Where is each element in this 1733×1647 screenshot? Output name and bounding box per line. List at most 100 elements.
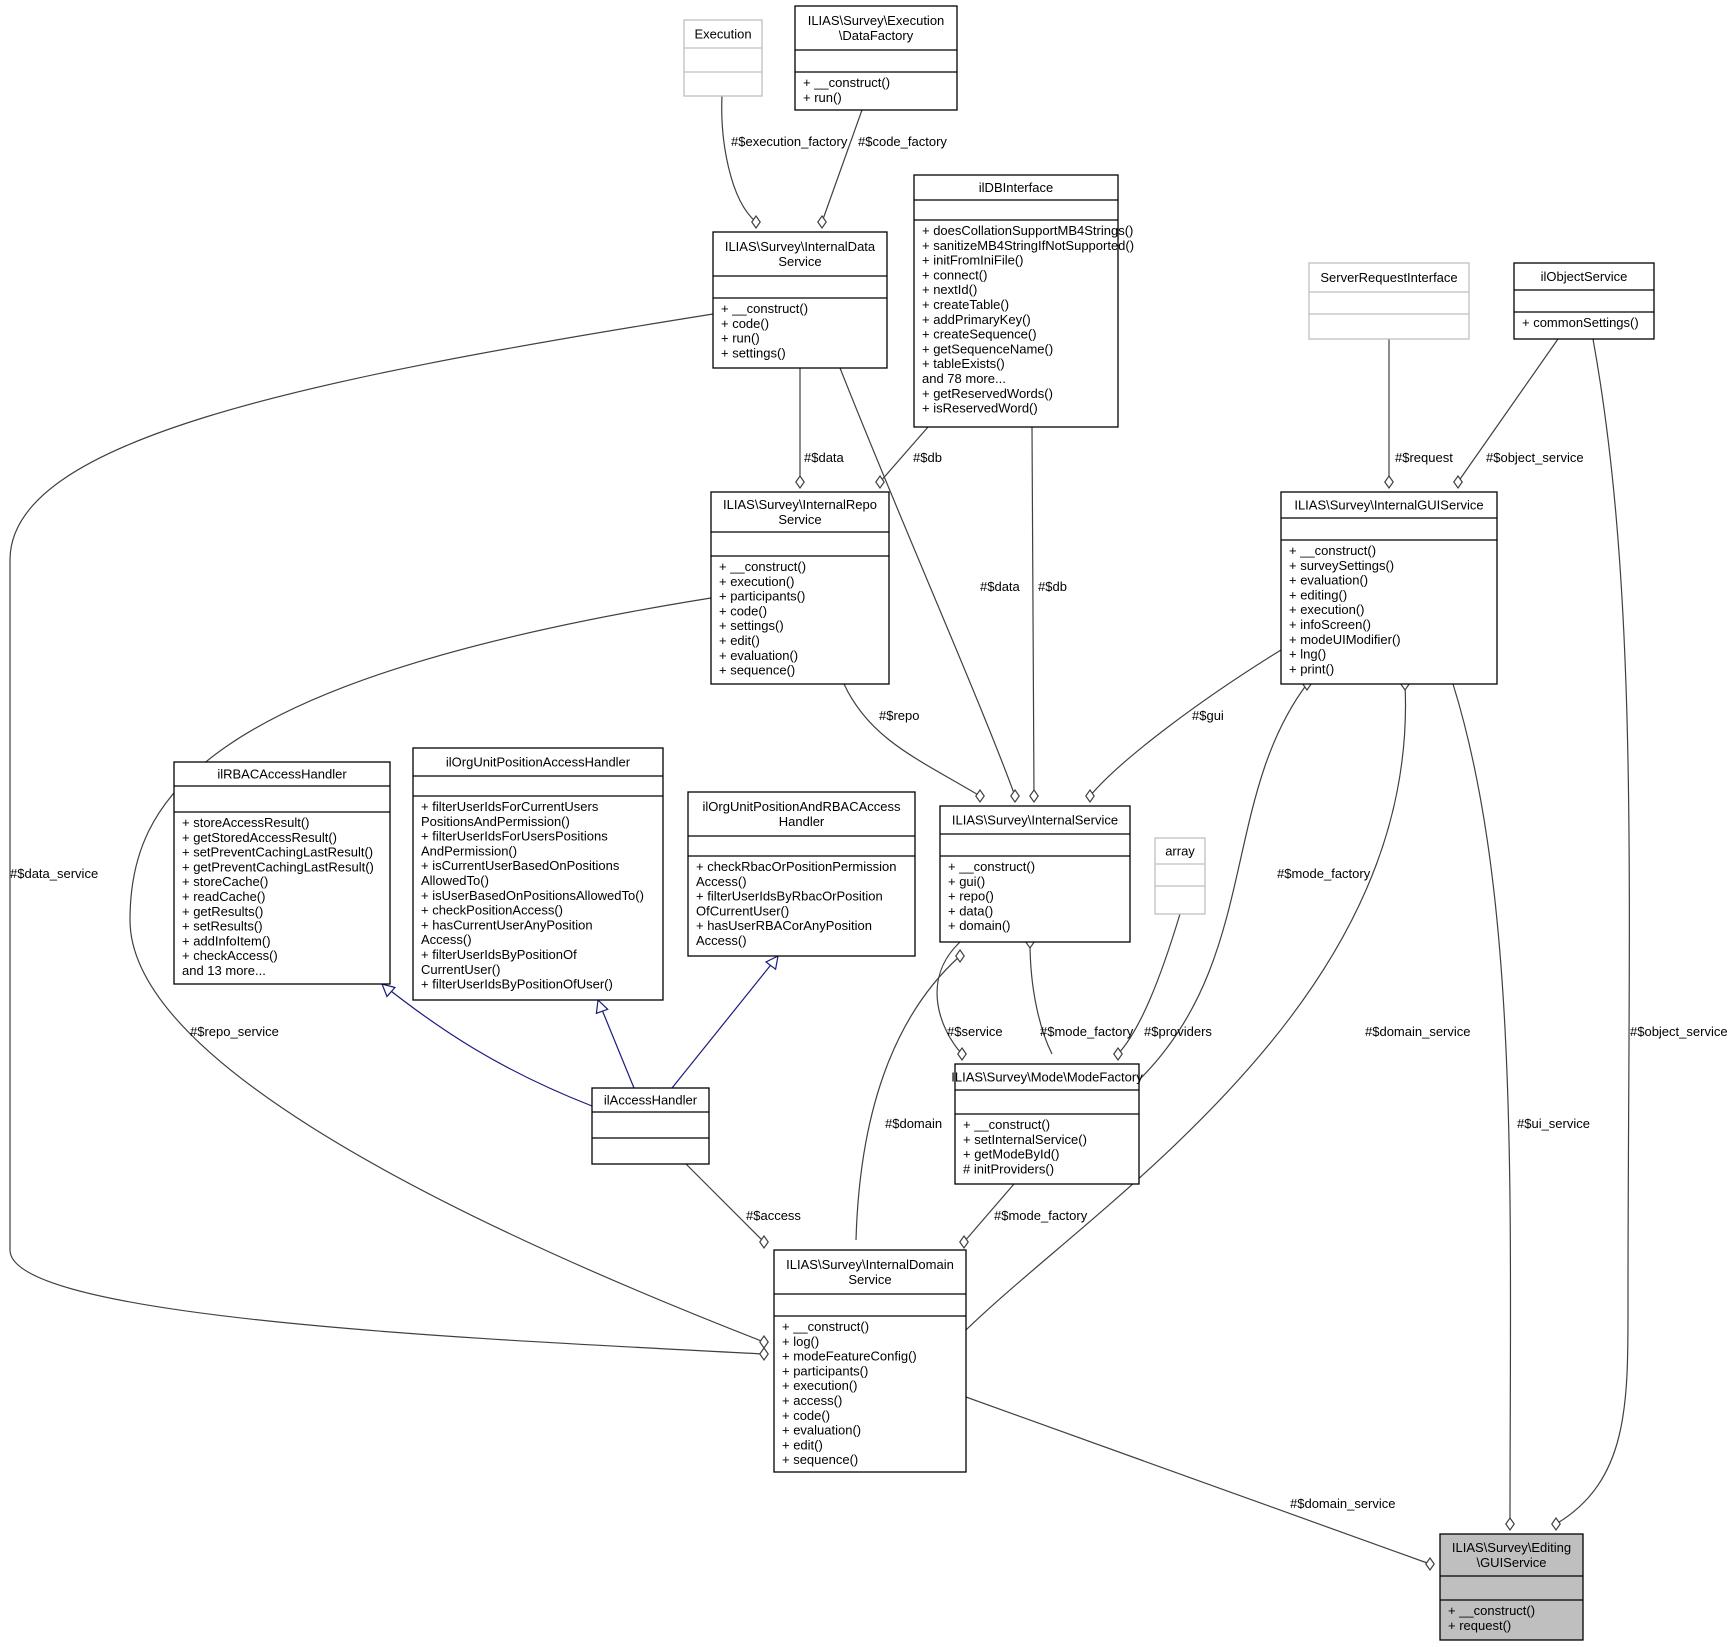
class-name: Service [848, 1272, 891, 1287]
class-box[interactable]: ilDBInterface+ doesCollationSupportMB4St… [913, 174, 1134, 428]
edge-aggregation: #$db [875, 426, 942, 490]
edge-line [1457, 338, 1559, 483]
edge-aggregation: #$providers [1113, 913, 1212, 1062]
class-frame [1154, 837, 1206, 915]
class-member: + doesCollationSupportMB4Strings() [922, 223, 1133, 238]
class-box[interactable]: ServerRequestInterface [1308, 262, 1470, 340]
class-member: + getSequenceName() [922, 341, 1053, 356]
class-member: Access() [696, 874, 747, 889]
class-member: + repo() [948, 889, 994, 904]
class-member: + __construct() [1289, 543, 1376, 558]
class-member: + getStoredAccessResult() [182, 830, 337, 845]
edge-line [965, 1396, 1431, 1565]
class-box[interactable]: ILIAS\Survey\InternalService + __construc… [939, 805, 1131, 943]
class-member: + sequence() [782, 1452, 858, 1467]
class-member: + filterUserIdsByPositionOfUser() [421, 977, 613, 992]
class-name: Handler [779, 814, 825, 829]
class-member: + log() [782, 1334, 819, 1349]
edge-line [1089, 649, 1282, 797]
class-member: + nextId() [922, 282, 977, 297]
class-member: + execution() [1289, 602, 1365, 617]
class-member: + isUserBasedOnPositionsAllowedTo() [421, 888, 644, 903]
class-member: + getReservedWords() [922, 386, 1053, 401]
class-box[interactable]: ILIAS\Survey\Editing\GUIService+ __const… [1439, 1533, 1584, 1641]
class-box[interactable]: ilRBACAccessHandler+ storeAccessResult()… [173, 761, 391, 985]
edge-line [381, 983, 593, 1107]
class-member: + createSequence() [922, 327, 1037, 342]
class-frame [773, 1249, 967, 1473]
class-name: ILIAS\Survey\InternalService [952, 813, 1118, 828]
class-frame [1308, 262, 1470, 340]
edge-label: #$object_service [1630, 1024, 1728, 1039]
class-member: + setPreventCachingLastResult() [182, 845, 373, 860]
edge-aggregation: #$data_service [9, 313, 769, 1362]
class-name: ilAccessHandler [604, 1093, 698, 1108]
inheritance-arrowhead [595, 998, 609, 1015]
edge-aggregation: #$code_factory [817, 109, 947, 230]
class-member: + setResults() [182, 919, 263, 934]
class-name: \DataFactory [839, 28, 914, 43]
class-frame [683, 19, 763, 97]
class-member: + edit() [782, 1437, 823, 1452]
class-member: Access() [696, 933, 747, 948]
edge-aggregation: #$repo_service [129, 597, 769, 1350]
aggregation-diamond [1551, 1516, 1561, 1532]
class-box[interactable]: array [1154, 837, 1206, 915]
class-box[interactable]: ILIAS\Survey\Mode\ModeFactory+ __constru… [951, 1063, 1143, 1185]
aggregation-diamond [959, 1234, 969, 1250]
edge-line [1555, 338, 1630, 1525]
class-box[interactable]: ILIAS\Survey\InternalGUIService + __const… [1280, 491, 1498, 685]
edge-label: #$ui_service [1517, 1116, 1590, 1131]
class-member: + readCache() [182, 889, 265, 904]
class-name: array [1165, 844, 1195, 859]
edge-label: #$domain [885, 1116, 942, 1131]
aggregation-diamond [751, 214, 761, 230]
edge-line [721, 95, 757, 223]
class-box[interactable]: ilObjectService+ commonSettings() [1513, 262, 1655, 340]
edge-label: #$domain_service [1365, 1024, 1471, 1039]
edge-inheritance [671, 954, 779, 1089]
class-member: + addPrimaryKey() [922, 312, 1031, 327]
class-member: + evaluation() [782, 1423, 861, 1438]
class-name: ILIAS\Survey\Editing [1452, 1540, 1571, 1555]
edge-aggregation: #$mode_factory [1025, 934, 1134, 1055]
edge-line [843, 683, 981, 797]
class-box[interactable]: Execution [683, 19, 763, 97]
aggregation-diamond [1085, 788, 1095, 804]
class-name: Service [778, 512, 821, 527]
class-frame [1439, 1533, 1584, 1641]
class-member: + getPreventCachingLastResult() [182, 859, 374, 874]
edge-label: #$service [947, 1024, 1003, 1039]
aggregation-diamond [1113, 1046, 1123, 1062]
edge-aggregation: #$data [795, 368, 845, 490]
class-name: ILIAS\Survey\InternalGUIService [1294, 498, 1483, 513]
edge-line [963, 1183, 1015, 1243]
edge-label: #$db [1038, 579, 1067, 594]
class-member: + setInternalService() [963, 1132, 1087, 1147]
edge-label: #$gui [1192, 708, 1224, 723]
aggregation-diamond [1010, 788, 1020, 804]
class-frame [173, 761, 391, 985]
edge-label: #$data_service [10, 866, 98, 881]
aggregation-diamond [1425, 1556, 1435, 1572]
aggregation-diamond [817, 214, 827, 230]
class-box[interactable]: ILIAS\Survey\Execution\DataFactory+ __co… [794, 5, 958, 111]
class-box[interactable]: ilOrgUnitPositionAccessHandler+ filterUs… [412, 747, 664, 1001]
class-member: + storeCache() [182, 874, 268, 889]
aggregation-diamond [955, 948, 965, 964]
class-member: + print() [1289, 661, 1334, 676]
inheritance-arrowhead [380, 983, 397, 998]
class-name: ILIAS\Survey\InternalData [725, 239, 876, 254]
edge-line [1138, 683, 1308, 1081]
class-member: + __construct() [803, 75, 890, 90]
class-member: + execution() [719, 574, 795, 589]
edges: #$execution_factory#$code_factory#$data#… [9, 95, 1728, 1572]
class-box[interactable]: ilAccessHandler [591, 1087, 710, 1165]
class-member: + __construct() [948, 859, 1035, 874]
class-member: + surveySettings() [1289, 558, 1394, 573]
class-member: + data() [948, 903, 993, 918]
